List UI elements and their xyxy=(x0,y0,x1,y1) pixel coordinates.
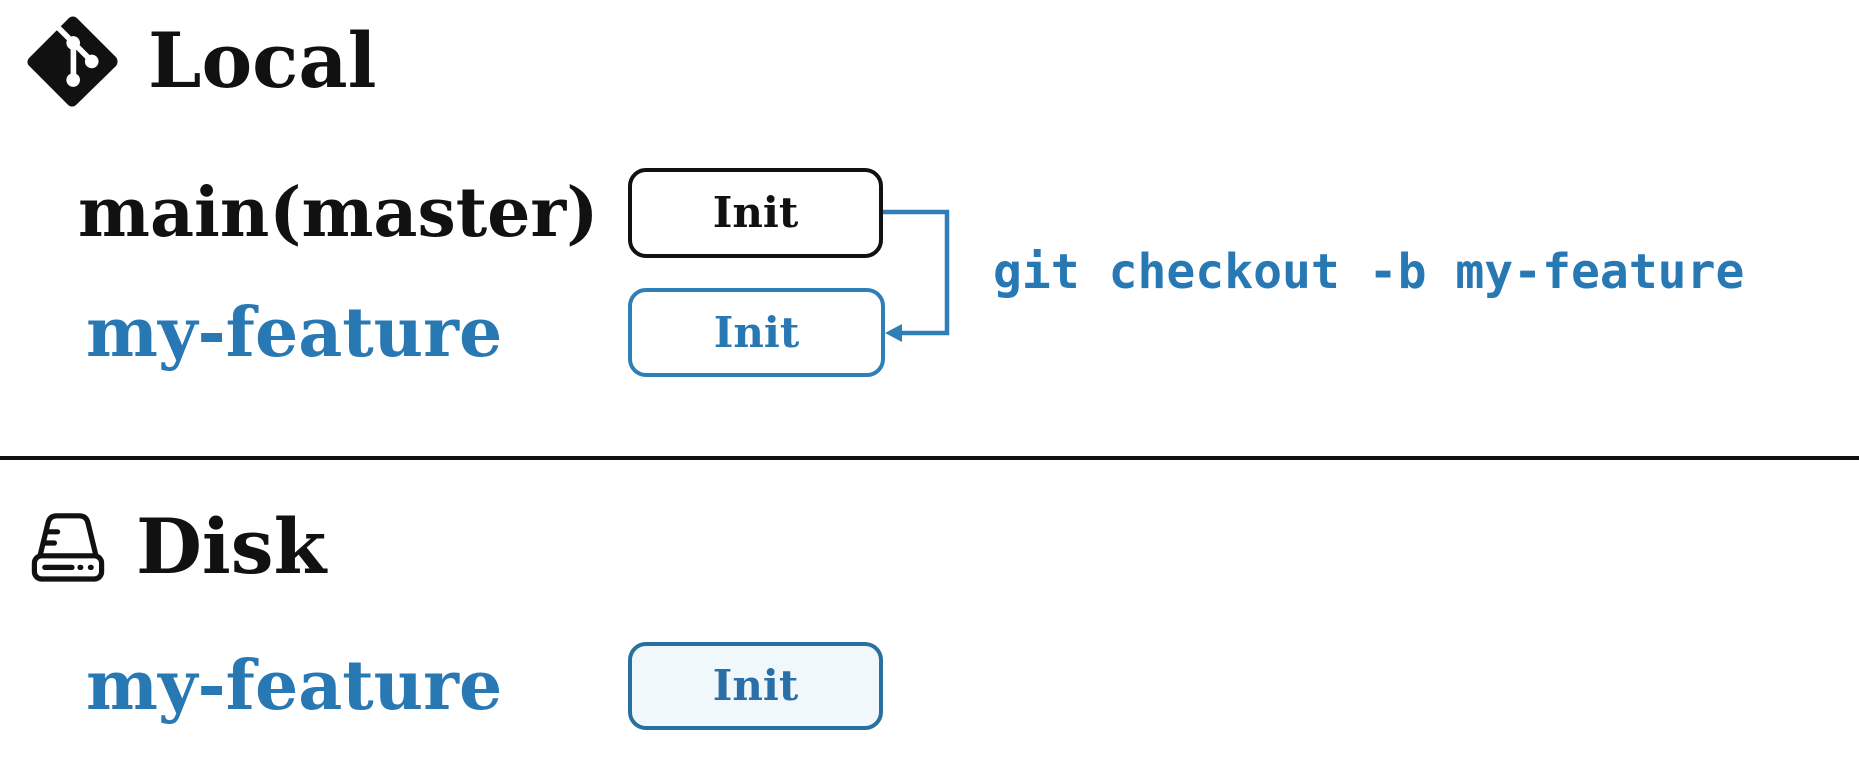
commit-box-label: Init xyxy=(713,307,800,357)
disk-section-title: Disk xyxy=(136,502,327,591)
hard-drive-icon xyxy=(31,513,105,582)
commit-box-label: Init xyxy=(712,661,799,710)
git-command-annotation: git checkout -b my-feature xyxy=(993,244,1745,300)
section-divider xyxy=(0,456,1859,460)
local-section-title: Local xyxy=(148,16,377,105)
commit-box-label: Init xyxy=(712,188,799,237)
disk-branch-label-my-feature: my-feature xyxy=(86,646,503,726)
checkout-branch-arrow xyxy=(883,209,950,342)
commit-box-feature-init: Init xyxy=(628,288,885,377)
disk-section-header: Disk xyxy=(28,506,326,588)
disk-commit-box-init: Init xyxy=(628,642,883,730)
local-section-header: Local xyxy=(26,14,377,108)
branch-label-my-feature: my-feature xyxy=(86,292,503,373)
git-icon xyxy=(27,16,118,107)
commit-box-main-init: Init xyxy=(628,168,883,258)
branch-label-main-master: main(master) xyxy=(78,173,599,253)
